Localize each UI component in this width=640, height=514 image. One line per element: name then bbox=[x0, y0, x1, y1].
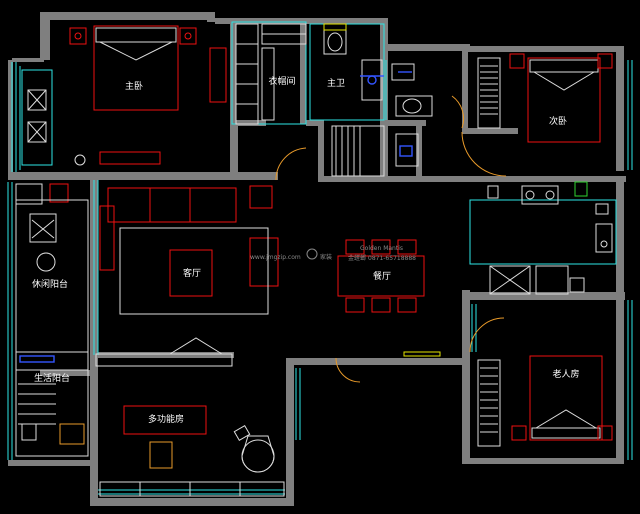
cloakroom: 衣帽间 bbox=[235, 23, 307, 125]
multi-function-room-label: 多功能房 bbox=[148, 413, 184, 425]
dining-room: 餐厅 bbox=[337, 239, 441, 357]
utility-balcony-label: 生活阳台 bbox=[34, 372, 70, 384]
watermark-logo-icon bbox=[306, 248, 318, 260]
bath-2 bbox=[275, 63, 507, 181]
dining-room-label: 餐厅 bbox=[373, 270, 391, 282]
elderly-room: 老人房 bbox=[335, 317, 613, 447]
walls bbox=[8, 12, 626, 506]
master-bath-label: 主卫 bbox=[327, 77, 345, 89]
watermark-phone: 0871-65718888 bbox=[368, 255, 416, 262]
master-bedroom-label: 主卧 bbox=[125, 80, 143, 92]
living-room-label: 客厅 bbox=[183, 267, 201, 279]
utility-balcony: 生活阳台 bbox=[15, 351, 89, 457]
watermark-brand-cn: 金螳螂 bbox=[348, 254, 366, 262]
living-room: 客厅 bbox=[49, 183, 279, 367]
kitchen bbox=[469, 181, 617, 295]
master-bath: 主卫 bbox=[323, 23, 385, 177]
watermark-brand-en: Golden Mantis bbox=[360, 245, 403, 252]
windows bbox=[7, 21, 633, 495]
cloakroom-label: 衣帽间 bbox=[268, 75, 295, 87]
second-bedroom: 次卧 bbox=[477, 53, 613, 143]
watermark-site: www.jmgzip.com bbox=[250, 254, 301, 261]
watermark-brand-cn2: 家装 bbox=[320, 253, 332, 261]
watermark: www.jmgzip.com 家装 Golden Mantis 金螳螂 0871… bbox=[250, 245, 416, 262]
multi-function-room: 多功能房 bbox=[99, 405, 285, 497]
elderly-room-label: 老人房 bbox=[552, 368, 579, 380]
leisure-balcony: 休闲阳台 bbox=[15, 183, 89, 371]
leisure-balcony-label: 休闲阳台 bbox=[32, 278, 68, 290]
second-bedroom-label: 次卧 bbox=[549, 115, 567, 127]
master-bedroom: 主卧 bbox=[21, 25, 227, 166]
